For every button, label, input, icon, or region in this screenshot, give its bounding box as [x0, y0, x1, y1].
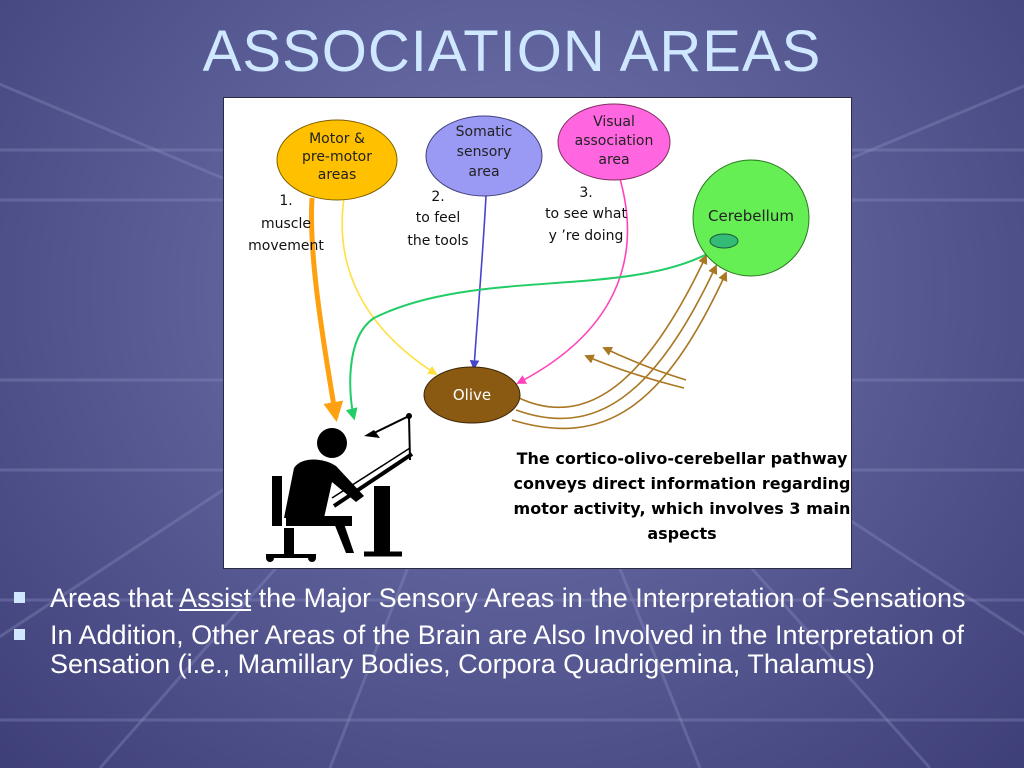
annotation-one-line: muscle — [261, 216, 311, 232]
annotation-two-line: to feel — [416, 210, 461, 226]
bullet-item: Areas that Assist the Major Sensory Area… — [14, 584, 1014, 613]
bullet-item: In Addition, Other Areas of the Brain ar… — [14, 621, 1014, 679]
visual-label-line: association — [575, 133, 654, 149]
annotation-one-line: 1. — [279, 193, 292, 209]
cerebellum-inner-marker — [709, 233, 739, 249]
visual-label-line: area — [598, 152, 629, 168]
bullet-text: In Addition, Other Areas of the Brain ar… — [50, 620, 965, 679]
pathway-diagram: Motor & pre-motor areas Somatic sensory … — [223, 97, 852, 569]
visual-label-line: Visual — [593, 114, 635, 130]
annotation-three-line: to see what — [545, 206, 627, 222]
annotation-two-line: the tools — [407, 233, 468, 249]
bullet-text: the Major Sensory Areas in the Interpret… — [251, 583, 966, 613]
cerebellum-label: Cerebellum — [708, 207, 794, 225]
square-bullet-icon — [14, 629, 25, 640]
bullet-list: Areas that Assist the Major Sensory Area… — [14, 584, 1014, 687]
motor-to-person-arrow — [308, 197, 344, 422]
somatic-label-line: Somatic — [456, 124, 513, 140]
somatic-sensory-node — [425, 115, 543, 197]
visual-association-node — [557, 103, 671, 181]
svg-text:to feel: to feel — [416, 210, 461, 226]
pathway-diagram-svg: Motor & pre-motor areas Somatic sensory … — [248, 103, 851, 562]
svg-text:movement: movement — [248, 238, 324, 254]
motor-label-line: pre-motor — [302, 149, 372, 165]
olivo-cerebellar-fibers — [511, 254, 728, 430]
visual-to-olive-arrow — [516, 165, 629, 384]
annotation-one-line: movement — [248, 238, 324, 254]
svg-text:the tools: the tools — [407, 233, 468, 249]
bullet-emphasis: Assist — [179, 583, 252, 613]
slide-title: ASSOCIATION AREAS — [202, 19, 822, 84]
svg-text:1.: 1. — [279, 193, 292, 209]
caption-line: aspects — [647, 524, 716, 543]
somatic-label-line: area — [468, 164, 499, 180]
motor-label-line: areas — [318, 167, 357, 183]
olive-node — [423, 366, 521, 424]
person-at-drafting-table-illustration — [266, 413, 414, 562]
svg-text:area: area — [468, 164, 499, 180]
svg-text:3.: 3. — [579, 185, 592, 201]
svg-text:Somatic: Somatic — [456, 124, 513, 140]
olive-label: Olive — [453, 386, 491, 404]
svg-text:areas: areas — [318, 167, 357, 183]
annotation-two-line: 2. — [431, 189, 444, 205]
svg-text:2.: 2. — [431, 189, 444, 205]
svg-text:to see what: to see what — [545, 206, 627, 222]
svg-text:Visual: Visual — [593, 114, 635, 130]
motor-to-olive-arrow — [341, 197, 438, 376]
caption-line: motor activity, which involves 3 main — [514, 499, 851, 518]
annotation-three-line: 3. — [579, 185, 592, 201]
bullet-text: Areas that — [50, 583, 180, 613]
square-bullet-icon — [14, 592, 25, 603]
svg-text:area: area — [598, 152, 629, 168]
svg-text:association: association — [575, 133, 654, 149]
annotation-three-line: y ’re doing — [549, 228, 624, 244]
svg-text:Motor &: Motor & — [309, 131, 365, 147]
svg-text:pre-motor: pre-motor — [302, 149, 372, 165]
caption-line: conveys direct information regarding — [514, 474, 851, 493]
somatic-to-olive-arrow — [469, 195, 487, 370]
somatic-label-line: sensory — [457, 144, 512, 160]
svg-text:y ’re doing: y ’re doing — [549, 228, 624, 244]
svg-text:muscle: muscle — [261, 216, 311, 232]
caption-line: The cortico-olivo-cerebellar pathway — [517, 449, 848, 468]
cerebellum-to-person-arrow — [345, 252, 710, 421]
motor-premotor-node — [276, 119, 398, 201]
motor-label-line: Motor & — [309, 131, 365, 147]
svg-text:sensory: sensory — [457, 144, 512, 160]
